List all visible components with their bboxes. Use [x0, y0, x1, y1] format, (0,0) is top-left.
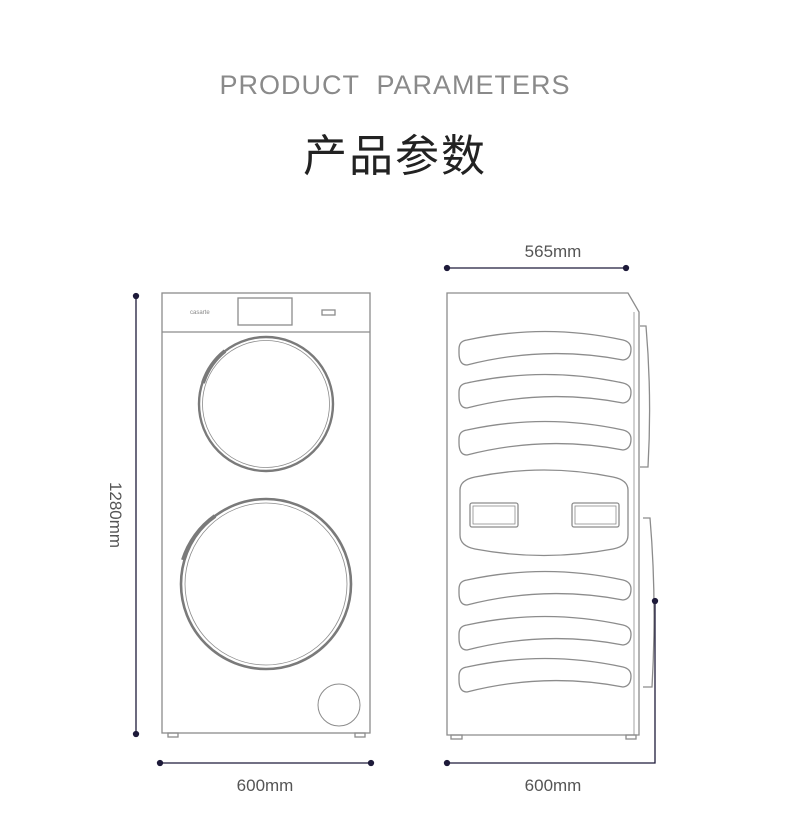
upper-door-handle: [201, 349, 227, 384]
side-body: [446, 292, 640, 736]
dim-dot: [443, 759, 451, 767]
power-button: [321, 309, 336, 316]
front-body: [161, 292, 371, 734]
side-vent-slot: [458, 657, 632, 693]
dim-dot: [622, 264, 630, 272]
side-handle-right: [571, 502, 620, 528]
lower-door-ring: [179, 497, 353, 671]
front-view: casarte: [161, 292, 371, 738]
side-vents: [458, 330, 632, 693]
upper-door-glass: [202, 340, 330, 468]
dim-dot: [651, 597, 659, 605]
dimension-lines: [132, 264, 659, 767]
side-vent-slot: [458, 373, 632, 409]
upper-door-profile: [640, 325, 651, 468]
dim-dot: [132, 292, 140, 300]
front-foot-right: [354, 732, 366, 738]
front-foot-left: [167, 732, 179, 738]
dim-dot: [443, 264, 451, 272]
title-chinese: 产品参数: [303, 131, 487, 182]
overall-depth-label: 600mm: [525, 776, 582, 795]
upper-door-ring: [197, 335, 335, 473]
brand-logo: casarte: [190, 310, 210, 316]
side-vent-slot: [458, 570, 632, 606]
side-foot-right: [625, 734, 637, 740]
side-handle-left: [469, 502, 519, 528]
side-vent-slot: [458, 330, 632, 366]
side-handle-right-inner: [574, 505, 617, 525]
side-vent-slot: [458, 420, 632, 456]
side-handle-panel: [459, 469, 629, 557]
side-handle-left-inner: [472, 505, 516, 525]
dim-dot: [132, 730, 140, 738]
side-view: [446, 292, 655, 740]
dim-dot: [367, 759, 375, 767]
dim-dot: [156, 759, 164, 767]
side-vent-slot: [458, 615, 632, 651]
lower-door-handle: [181, 514, 217, 561]
height-label: 1280mm: [106, 482, 125, 548]
lower-door-glass: [184, 502, 348, 666]
depth-label: 565mm: [525, 242, 582, 261]
overall-depth-dimension-line: [447, 601, 656, 764]
display-screen: [237, 297, 293, 326]
title-english: PRODUCT PARAMETERS: [219, 70, 571, 100]
front-width-label: 600mm: [237, 776, 294, 795]
filter-cover: [317, 683, 361, 727]
side-foot-left: [450, 734, 463, 740]
